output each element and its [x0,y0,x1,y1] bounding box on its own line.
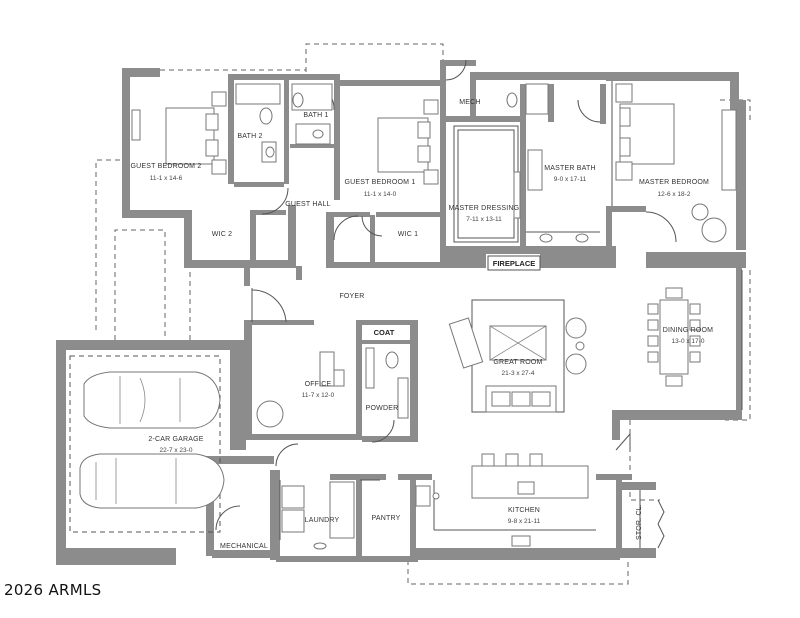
copyright-text: 2026 ARMLS [4,581,102,599]
fireplace-label: FIREPLACE [493,259,536,268]
garage-dims: 22-7 x 23-0 [160,447,193,454]
guest-bedroom-1-furniture [377,99,439,185]
great-room-dims: 21-3 x 27-4 [502,370,535,377]
dining-room-dims: 13-0 x 17-0 [672,338,705,345]
kitchen-dims: 9-8 x 21-11 [508,518,541,525]
dining-room-label: DINING ROOM [663,327,713,334]
mechanical-label: MECHANICAL [220,543,268,550]
guest-bedroom-2-label: GUEST BEDROOM 2 [131,163,202,170]
great-room-furniture [448,299,587,413]
master-bath-fixtures [506,83,589,243]
garage-cars [69,355,225,533]
guest-bedroom-2-dims: 11-1 x 14-6 [150,175,183,182]
bath-1-label: BATH 1 [303,112,328,119]
foyer-label: FOYER [339,293,364,300]
pantry-label: PANTRY [372,515,401,522]
mech-label: MECH [459,99,480,106]
laundry-label: LAUNDRY [305,517,340,524]
master-bath-label: MASTER BATH [544,165,595,172]
master-dressing-label: MASTER DRESSING [449,205,520,212]
fireplace [487,255,541,271]
powder-label: POWDER [366,405,399,412]
wic-1-label: WIC 1 [398,231,418,238]
master-bedroom-label: MASTER BEDROOM [639,179,709,186]
guest-bedroom-2-furniture [131,91,227,175]
dining-table [647,287,701,387]
bath-fixtures [235,83,333,163]
master-dressing-dims: 7-11 x 13-11 [466,216,502,223]
guest-bedroom-1-label: GUEST BEDROOM 1 [345,179,416,186]
bath-2-label: BATH 2 [237,133,262,140]
roof-outline [95,43,751,585]
kitchen-fixtures [415,453,589,547]
wic-2-label: WIC 2 [212,231,232,238]
coat-label: COAT [374,328,395,337]
office-label: OFFICE [305,381,332,388]
kitchen-label: KITCHEN [508,507,540,514]
garage-label: 2-CAR GARAGE [148,436,203,443]
master-bath-dims: 9-0 x 17-11 [554,176,587,183]
laundry-fixtures [281,481,355,550]
guest-bedroom-1-dims: 11-1 x 14-0 [364,191,397,198]
great-room-label: GREAT ROOM [493,359,542,366]
guest-hall-label: GUEST HALL [285,201,330,208]
master-bedroom-furniture [615,83,737,243]
walls [56,60,746,565]
room-labels: GUEST BEDROOM 2 11-1 x 14-6 BATH 2 BATH … [131,99,713,550]
master-bedroom-dims: 12-6 x 18-2 [658,191,691,198]
stor-cl-label: STOR. CL. [636,504,643,540]
office-furniture [256,347,409,428]
office-dims: 11-7 x 12-0 [302,392,335,399]
